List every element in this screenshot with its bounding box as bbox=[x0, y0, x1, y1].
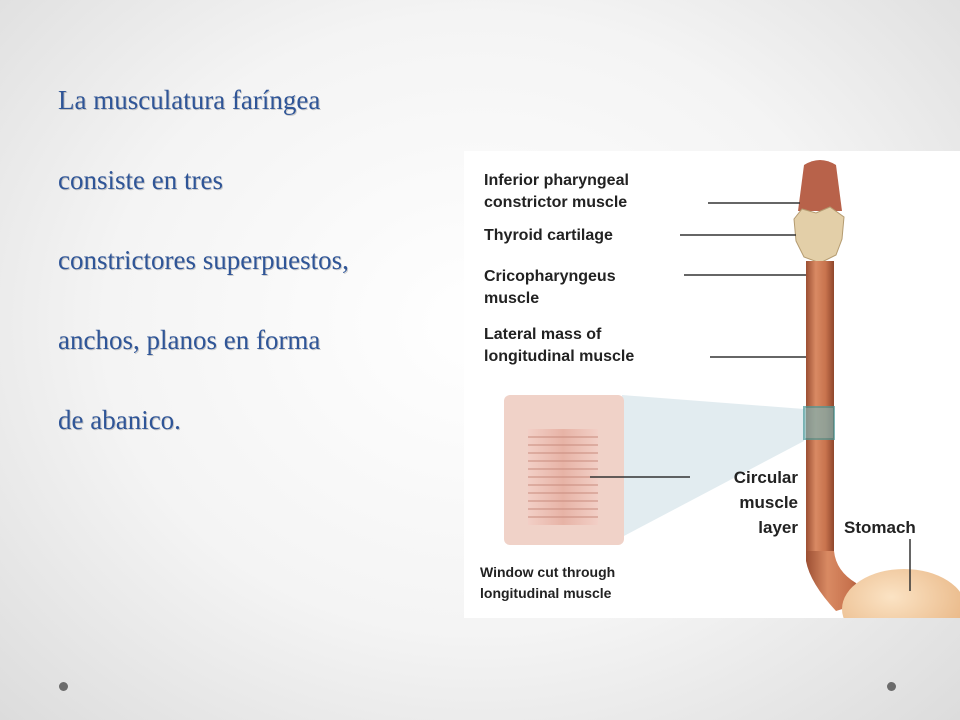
label-lateral-1: Lateral mass of bbox=[484, 326, 602, 343]
text-line-4: anchos, planos en forma bbox=[58, 325, 321, 355]
window-projection bbox=[622, 395, 804, 537]
label-inferior-1: Inferior pharyngeal bbox=[484, 172, 629, 189]
decorative-dot-left bbox=[59, 682, 68, 691]
label-circular-1: Circular bbox=[734, 468, 799, 487]
diagram-svg: Inferior pharyngeal constrictor muscle T… bbox=[480, 160, 960, 618]
label-window-1: Window cut through bbox=[480, 564, 615, 580]
label-circular-2: muscle bbox=[739, 493, 798, 512]
text-line-3: constrictores superpuestos, bbox=[58, 245, 349, 275]
label-circular-3: layer bbox=[758, 518, 798, 537]
label-lateral-2: longitudinal muscle bbox=[484, 348, 634, 365]
label-thyroid: Thyroid cartilage bbox=[484, 227, 613, 244]
label-stomach: Stomach bbox=[844, 518, 916, 537]
label-crico-1: Cricopharyngeus bbox=[484, 268, 616, 285]
decorative-dot-right bbox=[887, 682, 896, 691]
text-line-2: consiste en tres bbox=[58, 165, 223, 195]
window-callout-box bbox=[803, 406, 835, 440]
label-crico-2: muscle bbox=[484, 290, 539, 307]
stomach-shape bbox=[842, 569, 960, 618]
text-line-5: de abanico. bbox=[58, 405, 181, 435]
label-inferior-2: constrictor muscle bbox=[484, 194, 627, 211]
label-window-2: longitudinal muscle bbox=[480, 585, 612, 601]
esophagus-diagram: Inferior pharyngeal constrictor muscle T… bbox=[464, 151, 960, 618]
slide-text-block: La musculatura faríngea consiste en tres… bbox=[58, 80, 478, 480]
text-line-1: La musculatura faríngea bbox=[58, 85, 321, 115]
pharynx-shape bbox=[798, 160, 842, 211]
thyroid-cartilage-shape bbox=[793, 206, 845, 264]
